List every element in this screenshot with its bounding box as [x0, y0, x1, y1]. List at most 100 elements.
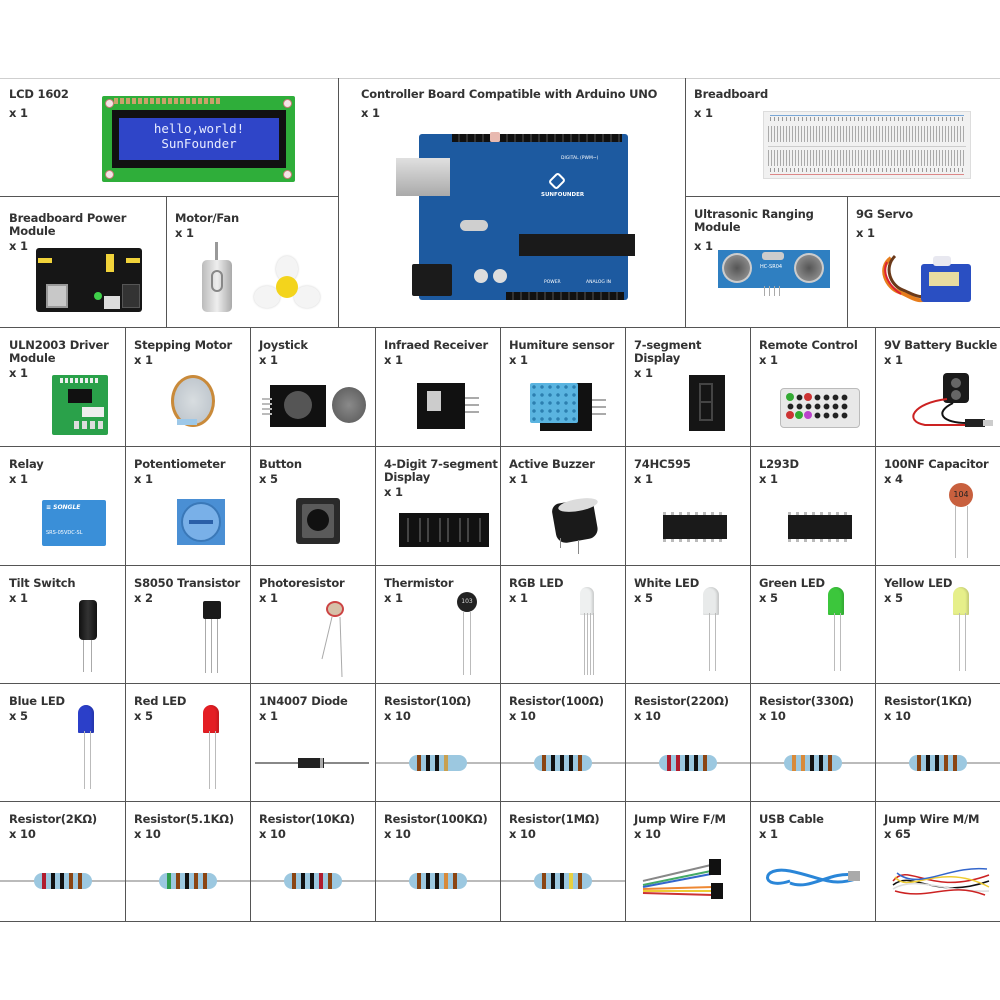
item-name: Red LED — [134, 694, 187, 708]
divider — [375, 327, 376, 921]
item-qty: x 10 — [634, 709, 661, 723]
component-label: Resistor(2KΩ)x 10 — [9, 813, 97, 841]
divider — [750, 327, 751, 921]
item-qty: x 1 — [759, 827, 778, 841]
component-label: Resistor(1KΩ)x 10 — [884, 695, 972, 723]
item-qty: x 10 — [634, 827, 661, 841]
item-qty: x 5 — [9, 709, 28, 723]
item-name: 74HC595 — [634, 457, 691, 471]
resistor-icon — [875, 683, 1000, 803]
component-label: Resistor(1MΩ)x 10 — [509, 813, 600, 841]
transistor-icon — [125, 565, 250, 685]
item-qty: x 1 — [856, 226, 875, 240]
item-qty: x 1 — [134, 353, 153, 367]
component-cell: Resistor(2KΩ)x 10 — [0, 801, 125, 921]
component-label: Resistor(100Ω)x 10 — [509, 695, 604, 723]
divider — [0, 921, 1000, 922]
item-name: Resistor(10Ω) — [384, 694, 472, 708]
pot-icon — [125, 446, 250, 566]
resistor-icon — [750, 683, 875, 803]
usb-icon — [750, 801, 875, 921]
item-arduino-uno: Controller Board Compatible with Arduino… — [338, 78, 685, 327]
item-name: Resistor(5.1KΩ) — [134, 812, 234, 826]
item-name: Potentiometer — [134, 457, 226, 471]
divider — [0, 78, 1000, 79]
item-name: 1N4007 Diode — [259, 694, 348, 708]
item-qty: x 1 — [509, 353, 528, 367]
ic16-icon — [625, 446, 750, 566]
component-label: Resistor(10Ω)x 10 — [384, 695, 471, 723]
item-name: Tilt Switch — [9, 576, 76, 590]
arduino-board-icon: SUNFOUNDER DIGITAL (PWM~) POWER ANALOG I… — [396, 130, 635, 302]
component-cell: Resistor(10Ω)x 10 — [375, 683, 500, 801]
divider — [685, 78, 686, 327]
joystick-icon — [250, 327, 375, 447]
ldr-icon — [250, 565, 375, 685]
resistor-icon — [250, 801, 375, 921]
button-icon — [250, 446, 375, 566]
arduino-digital-label: DIGITAL (PWM~) — [561, 156, 599, 161]
stepper-icon — [125, 327, 250, 447]
tilt-icon — [0, 565, 125, 685]
divider — [338, 78, 339, 327]
thermistor-icon: 103 — [375, 565, 500, 685]
item-qty: x 10 — [134, 827, 161, 841]
buzzer-icon — [500, 446, 625, 566]
servo-icon — [877, 248, 977, 312]
ribbon-icon — [625, 801, 750, 921]
item-name: Ultrasonic Ranging Module — [694, 207, 814, 234]
item-name: Green LED — [759, 576, 825, 590]
item-qty: x 1 — [259, 709, 278, 723]
item-qty: x 5 — [884, 591, 903, 605]
item-name: Thermistor — [384, 576, 454, 590]
divider — [875, 327, 876, 921]
resistor-icon — [0, 801, 125, 921]
component-label: Resistor(5.1KΩ)x 10 — [134, 813, 234, 841]
item-qty: x 10 — [509, 709, 536, 723]
item-name: White LED — [634, 576, 700, 590]
resistor-icon — [375, 801, 500, 921]
component-label: Resistor(220Ω)x 10 — [634, 695, 729, 723]
lcd-1602-icon: hello,world! SunFounder — [102, 96, 295, 182]
item-name: 9V Battery Buckle — [884, 338, 998, 352]
led-icon — [500, 565, 625, 685]
item-name: Controller Board Compatible with Arduino… — [361, 87, 658, 101]
item-qty: x 1 — [509, 472, 528, 486]
item-qty: x 5 — [759, 591, 778, 605]
ultrasonic-sensor-icon: HC-SR04 — [718, 250, 830, 296]
led-icon — [0, 683, 125, 803]
driver-board-icon — [0, 327, 125, 447]
lcd-line-1: hello,world! — [153, 121, 245, 136]
resistor-icon — [500, 683, 625, 803]
item-name: Breadboard — [694, 87, 769, 101]
battery-clip-icon — [875, 327, 1000, 447]
item-qty: x 1 — [509, 591, 528, 605]
ic16-icon — [750, 446, 875, 566]
item-name: Resistor(10KΩ) — [259, 812, 355, 826]
item-qty: x 1 — [634, 472, 653, 486]
